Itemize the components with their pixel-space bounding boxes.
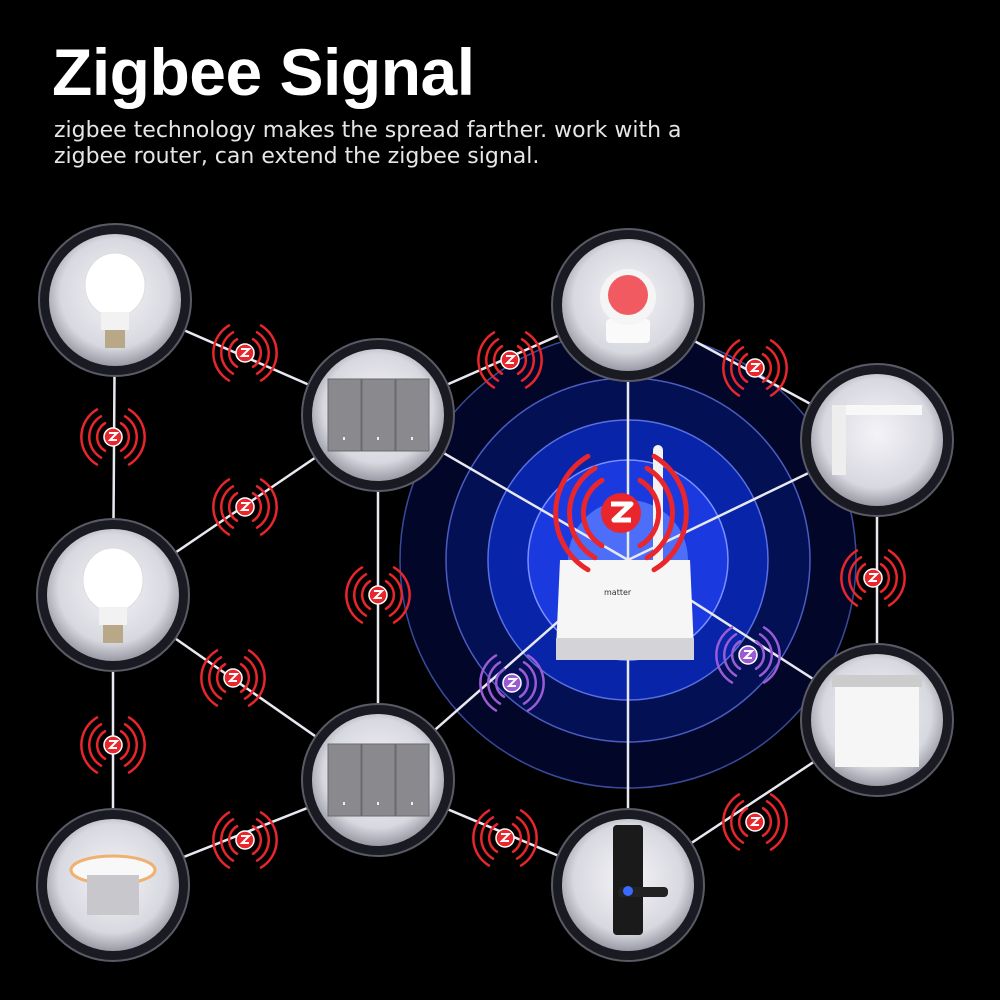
zigbee-signal-icon: [80, 716, 146, 774]
zigbee-signal-icon: [479, 654, 545, 712]
zigbee-signal-icon: [722, 793, 788, 851]
zigbee-signal-icon: [472, 809, 538, 867]
wall-switch-top-node: [301, 338, 455, 492]
smart-bulb-top-node: [38, 223, 192, 377]
page-title: Zigbee Signal: [52, 35, 475, 109]
zigbee-signal-icon: [477, 331, 543, 389]
wall-switch-bottom-node: [301, 703, 455, 857]
smart-door-lock-node: [551, 808, 705, 962]
motion-sensor-node: [551, 228, 705, 382]
page-subtitle: zigbee technology makes the spread farth…: [54, 118, 682, 169]
zigbee-signal-icon: [840, 549, 906, 607]
zigbee-logo-icon: [601, 493, 641, 533]
zigbee-signal-icon: [80, 408, 146, 466]
smart-bulb-middle-node: [36, 518, 190, 672]
motion-sensor-icon: [600, 269, 656, 343]
curtain-motor-icon: [832, 405, 922, 475]
wall-switch-icon: [327, 743, 430, 817]
door-lock-icon: [613, 825, 668, 935]
downlight-node: [36, 808, 190, 962]
roller-blind-node: [800, 643, 954, 797]
hub-signal-waves: [553, 453, 689, 573]
light-bulb-icon: [84, 252, 146, 348]
downlight-icon: [69, 854, 157, 915]
hub-brand-label: matter: [604, 588, 632, 597]
wall-switch-icon: [327, 378, 430, 452]
zigbee-signal-icon: [212, 478, 278, 536]
zigbee-signal-icon: [345, 566, 411, 624]
zigbee-signal-icon: [722, 339, 788, 397]
zigbee-signal-icon: [200, 649, 266, 707]
roller-blind-icon: [832, 675, 922, 767]
zigbee-signal-icon: [212, 324, 278, 382]
zigbee-signal-icon: [212, 811, 278, 869]
zigbee-signal-icon: [715, 626, 781, 684]
light-bulb-icon: [82, 547, 144, 643]
curtain-motor-node: [800, 363, 954, 517]
